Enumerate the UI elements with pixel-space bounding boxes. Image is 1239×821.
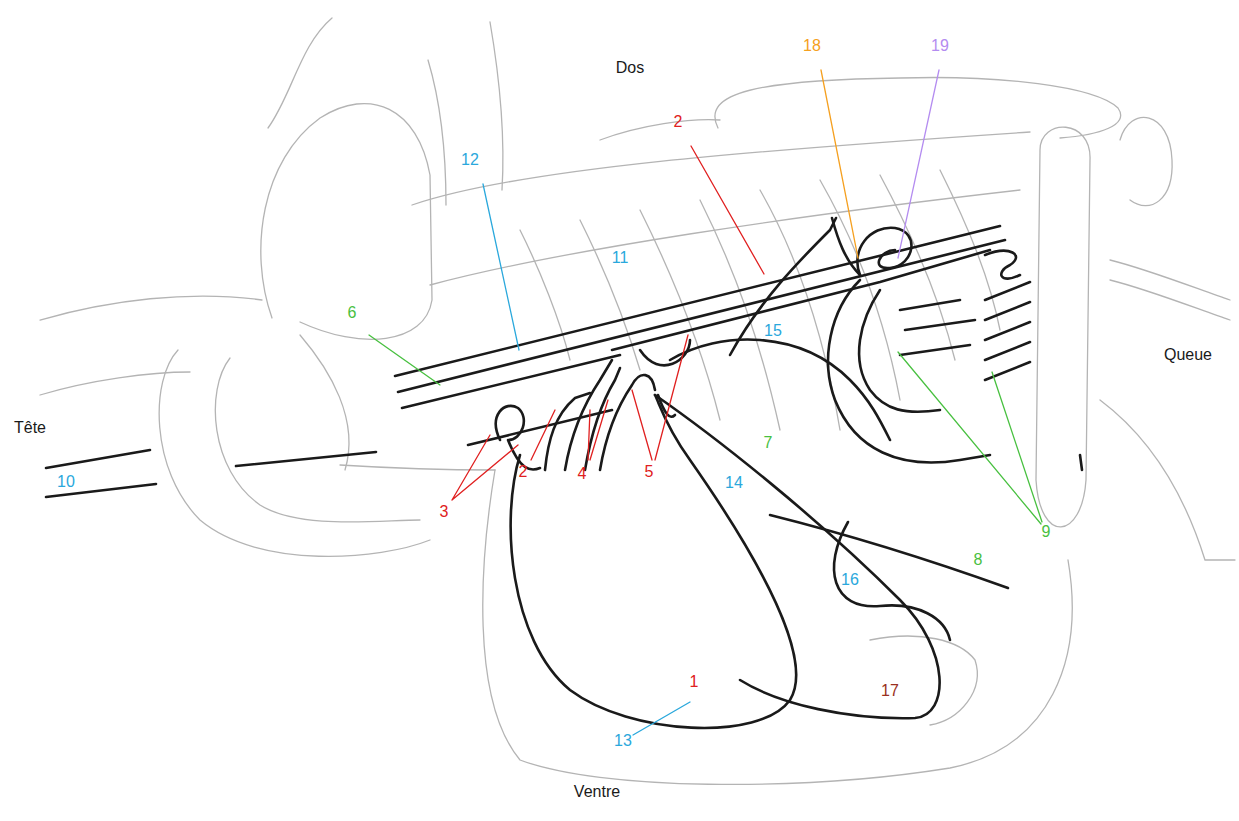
callout-number: 17 [881,683,899,699]
callout-number: 19 [931,38,949,54]
callout-number: 11 [612,250,629,266]
callout-number: 2 [674,114,683,130]
callout-number: 1 [690,674,699,690]
callout-number: 6 [348,305,357,321]
callout-number: 9 [1042,524,1051,540]
callout-number: 8 [974,552,983,568]
callout-number: 3 [440,504,449,520]
callout-number: 14 [725,475,743,491]
callout-number: 2 [519,464,528,480]
callout-number: 5 [645,464,654,480]
callout-number: 10 [57,474,75,490]
callout-number: 15 [764,323,782,339]
callout-number: 4 [578,466,587,482]
orientation-label: Dos [616,60,644,76]
callout-number: 18 [803,38,821,54]
orientation-label: Queue [1164,347,1212,363]
callout-number: 13 [614,733,632,749]
callout-number: 12 [461,152,479,168]
orientation-label: Ventre [574,784,620,800]
orientation-label: Tête [14,420,46,436]
callout-number: 16 [841,572,859,588]
callout-number: 7 [764,435,773,451]
